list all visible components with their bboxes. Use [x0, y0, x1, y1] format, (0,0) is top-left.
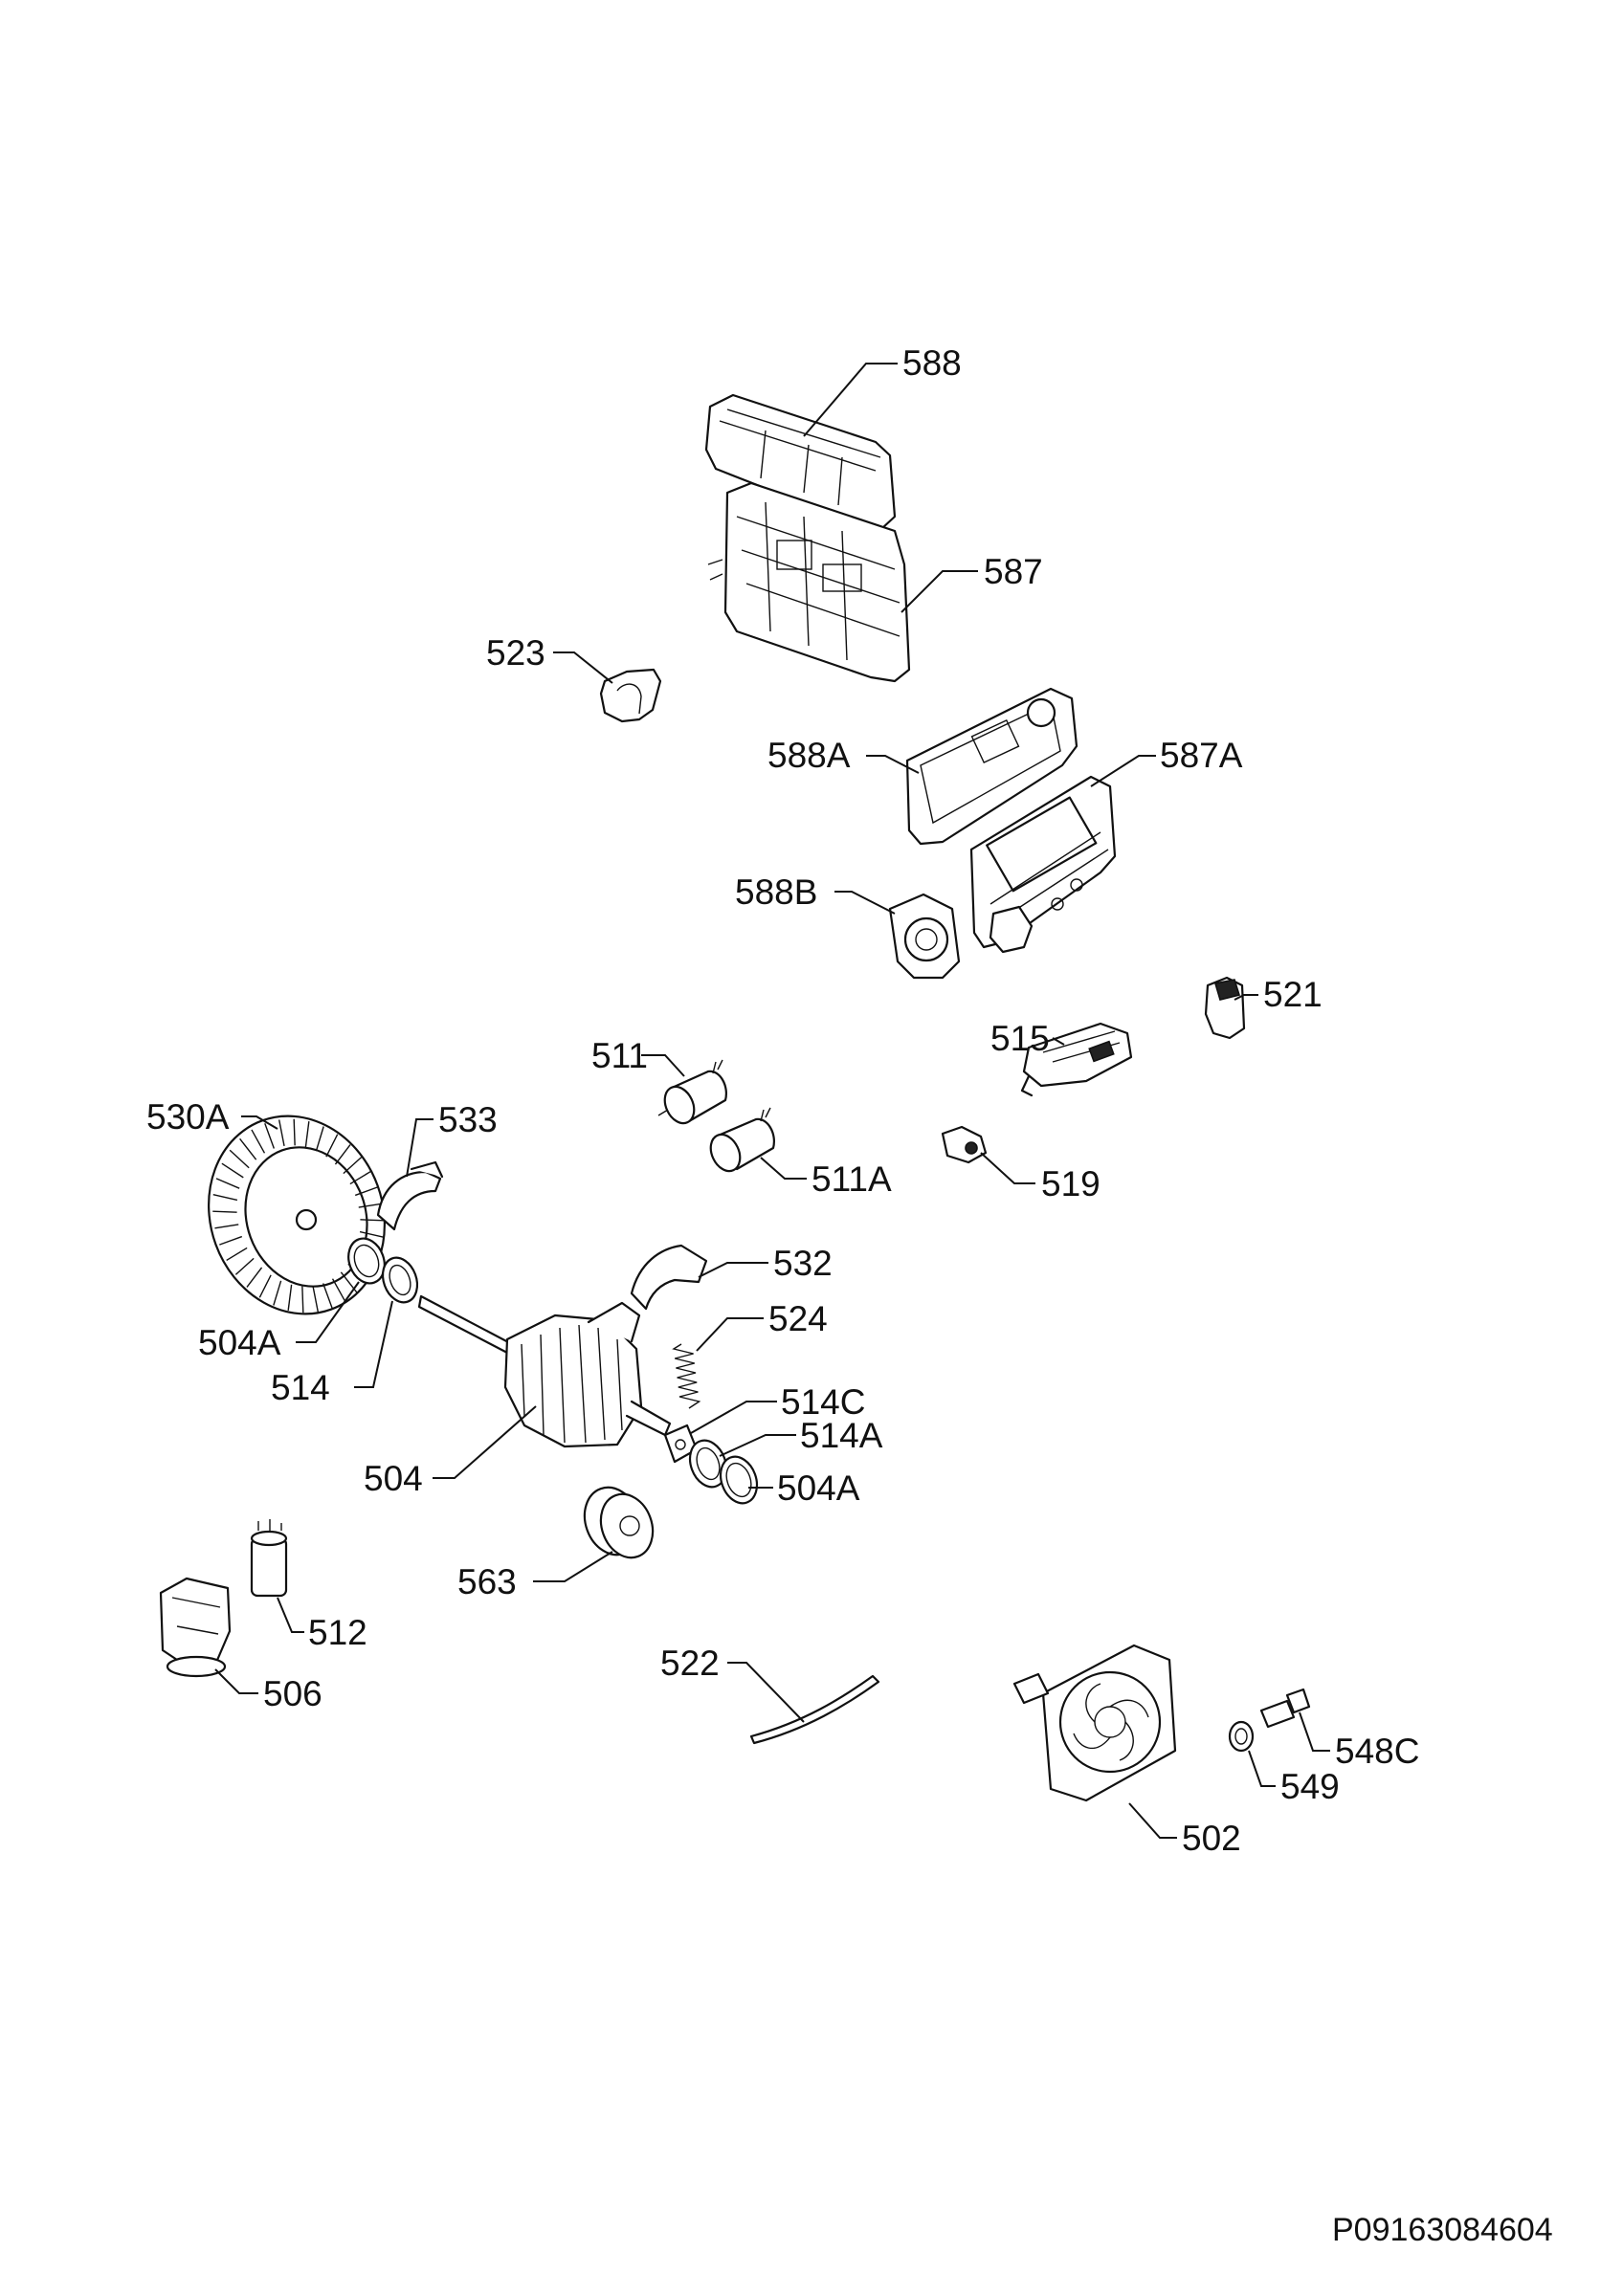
document-code: P09163084604 — [1332, 2212, 1553, 2248]
part-530A-fan-impeller — [208, 1115, 386, 1315]
label-522: 522 — [660, 1644, 720, 1683]
label-504A-upper: 504A — [198, 1323, 281, 1362]
part-587A-display-board — [969, 775, 1117, 954]
part-514A-seal-lower — [688, 1439, 728, 1489]
label-519: 519 — [1041, 1164, 1101, 1203]
part-514-seal-upper — [381, 1256, 419, 1304]
leader-lines — [214, 363, 1330, 1839]
label-587A: 587A — [1160, 736, 1243, 775]
part-532-cover — [630, 1244, 708, 1311]
label-548C: 548C — [1335, 1732, 1419, 1771]
label-563: 563 — [457, 1562, 517, 1601]
part-548C-fitting — [1259, 1688, 1311, 1729]
label-511: 511 — [591, 1036, 648, 1075]
label-530A: 530A — [146, 1097, 230, 1137]
label-511A: 511A — [812, 1159, 892, 1199]
label-588: 588 — [902, 343, 962, 383]
part-524-spring — [672, 1343, 701, 1409]
label-588B: 588B — [735, 872, 817, 912]
label-514C: 514C — [781, 1382, 865, 1422]
part-512-capacitor — [250, 1519, 288, 1598]
label-514A: 514A — [800, 1416, 883, 1455]
part-549-grommet — [1228, 1720, 1255, 1753]
label-515: 515 — [990, 1019, 1050, 1058]
label-524: 524 — [768, 1299, 828, 1338]
part-588B-selector-knob — [888, 893, 961, 980]
label-533: 533 — [438, 1100, 498, 1139]
part-587-main-board — [707, 481, 911, 683]
part-515-door-lock — [1020, 1022, 1133, 1097]
label-504A-lower: 504A — [777, 1468, 860, 1508]
label-506: 506 — [263, 1674, 322, 1713]
part-523-clip — [599, 668, 662, 723]
label-588A: 588A — [767, 736, 851, 775]
part-563-pulley — [583, 1486, 655, 1559]
label-523: 523 — [486, 633, 545, 673]
part-521-switch — [1204, 976, 1246, 1040]
label-549: 549 — [1280, 1767, 1340, 1806]
part-533-clamp — [376, 1160, 444, 1231]
part-502-cooling-fan — [1012, 1644, 1177, 1802]
callout-labels: 588 587 523 588A 587A 588B 521 515 511 5… — [146, 343, 1419, 1858]
part-504A-ring-upper — [347, 1237, 386, 1285]
part-519-sensor — [941, 1125, 988, 1164]
part-506-pump — [159, 1577, 232, 1678]
label-521: 521 — [1263, 975, 1323, 1014]
part-504-motor — [417, 1294, 672, 1448]
part-511-capacitor — [657, 1059, 727, 1125]
label-512: 512 — [308, 1613, 367, 1652]
label-532: 532 — [773, 1244, 833, 1283]
label-502: 502 — [1182, 1819, 1241, 1858]
part-511A-capacitor — [709, 1107, 775, 1173]
label-504: 504 — [364, 1459, 423, 1498]
part-588A-display-frame — [905, 687, 1078, 846]
label-587: 587 — [984, 552, 1043, 591]
part-588-board-cover — [704, 393, 897, 530]
label-514: 514 — [271, 1368, 330, 1407]
part-504A-ring-lower — [719, 1455, 759, 1505]
